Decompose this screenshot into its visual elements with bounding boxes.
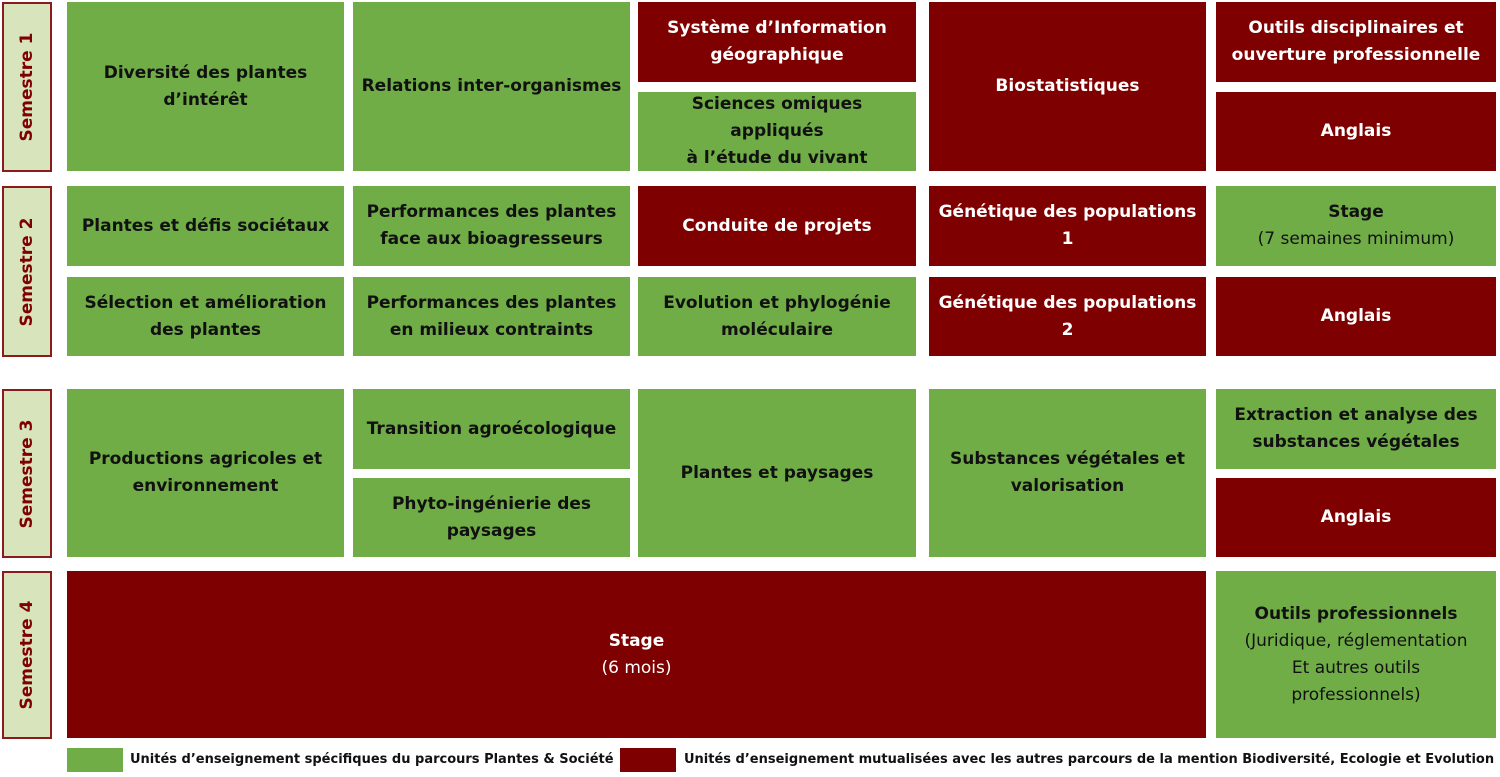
- ue-plantes-paysages: Plantes et paysages: [638, 389, 916, 557]
- semester-1-label: Semestre 1: [2, 2, 52, 172]
- ue-genetique-populations-1: Génétique des populations 1: [929, 186, 1206, 266]
- ue-evolution-phylogenie: Evolution et phylogénie moléculaire: [638, 277, 916, 356]
- ue-productions-agricoles: Productions agricoles et environnement: [67, 389, 344, 557]
- ue-transition-agroecologique: Transition agroécologique: [353, 389, 630, 469]
- ue-phyto-ingenierie: Phyto-ingénierie des paysages: [353, 478, 630, 557]
- ue-outils-professionnels: Outils professionnels(Juridique, régleme…: [1216, 571, 1496, 738]
- ue-biostatistiques: Biostatistiques: [929, 2, 1206, 171]
- ue-extraction-analyse: Extraction et analyse des substances vég…: [1216, 389, 1496, 469]
- ue-genetique-populations-2: Génétique des populations 2: [929, 277, 1206, 356]
- ue-sciences-omiques: Sciences omiques appliqués à l’étude du …: [638, 92, 916, 171]
- semester-3-label: Semestre 3: [2, 389, 52, 558]
- ue-relations-inter-organismes: Relations inter-organismes: [353, 2, 630, 171]
- semester-4-label: Semestre 4: [2, 571, 52, 739]
- legend-swatch-shared: [620, 748, 676, 772]
- legend-label-specific: Unités d’enseignement spécifiques du par…: [130, 752, 614, 767]
- ue-performances-bioagresseurs: Performances des plantes face aux bioagr…: [353, 186, 630, 266]
- semester-2-label: Semestre 2: [2, 186, 52, 357]
- ue-plantes-defis: Plantes et défis sociétaux: [67, 186, 344, 266]
- ue-stage-s4: Stage(6 mois): [67, 571, 1206, 738]
- ue-anglais-s1: Anglais: [1216, 92, 1496, 171]
- ue-anglais-s3: Anglais: [1216, 478, 1496, 557]
- ue-conduite-projets: Conduite de projets: [638, 186, 916, 266]
- legend-label-shared: Unités d’enseignement mutualisées avec l…: [684, 752, 1495, 767]
- ue-substances-vegetales: Substances végétales et valorisation: [929, 389, 1206, 557]
- ue-anglais-s2: Anglais: [1216, 277, 1496, 356]
- legend-swatch-specific: [67, 748, 123, 772]
- ue-selection-amelioration: Sélection et amélioration des plantes: [67, 277, 344, 356]
- ue-performances-milieux: Performances des plantes en milieux cont…: [353, 277, 630, 356]
- ue-stage-s2: Stage(7 semaines minimum): [1216, 186, 1496, 266]
- ue-outils-disciplinaires: Outils disciplinaires et ouverture profe…: [1216, 2, 1496, 82]
- ue-sig: Système d’Information géographique: [638, 2, 916, 82]
- ue-diversite-plantes: Diversité des plantes d’intérêt: [67, 2, 344, 171]
